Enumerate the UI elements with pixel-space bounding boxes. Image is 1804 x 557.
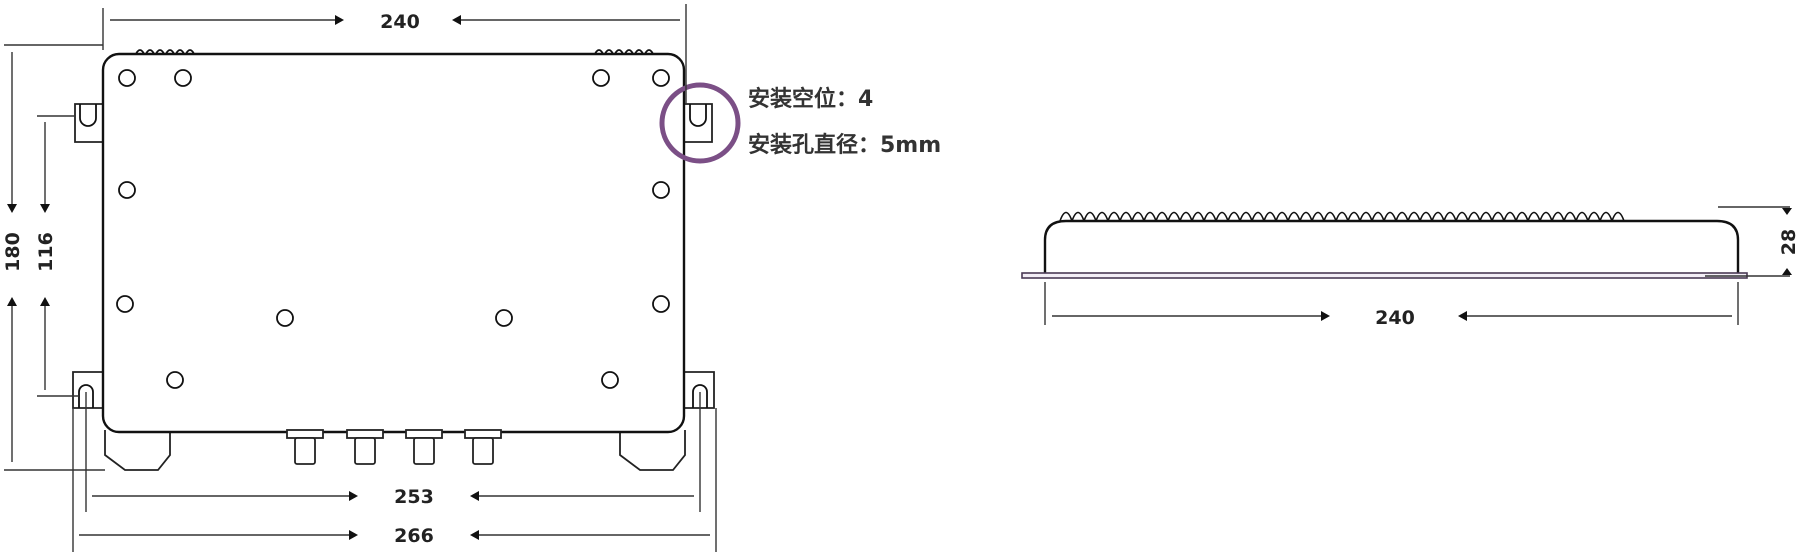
dimension-left-inner-height: 116 xyxy=(35,115,79,397)
mount-hole-highlight xyxy=(659,82,741,164)
antenna-port xyxy=(286,429,324,465)
dimension-top-width: 240 xyxy=(102,4,687,104)
dimension-label: 240 xyxy=(380,11,420,33)
hole xyxy=(592,69,610,87)
dimension-label: 180 xyxy=(2,232,24,272)
mount-tab-bottom-left xyxy=(72,371,103,409)
hole xyxy=(118,69,136,87)
dimension-side-height: 28 xyxy=(1705,206,1800,277)
hole xyxy=(601,371,619,389)
hole-pattern xyxy=(116,69,670,389)
callout-hole-diameter: 安装孔直径：5mm xyxy=(748,132,941,158)
dimension-bottom-outer: 266 xyxy=(72,408,717,552)
hole xyxy=(652,295,670,313)
dimension-label: 240 xyxy=(1375,307,1415,329)
side-view: 28 240 xyxy=(1021,206,1800,329)
hole xyxy=(166,371,184,389)
antenna-port xyxy=(405,429,443,465)
dimension-left-height: 180 xyxy=(2,44,105,471)
hole xyxy=(652,181,670,199)
device-body xyxy=(101,52,686,434)
antenna-connectors xyxy=(286,429,502,465)
mount-slot-top-left xyxy=(79,104,97,127)
top-view: 安装空位：4 安装孔直径：5mm 240 180 xyxy=(2,4,941,552)
mount-tab-bottom-right xyxy=(684,371,715,409)
antenna-port xyxy=(346,429,384,465)
foot-bottom-left xyxy=(104,430,171,471)
hole xyxy=(116,295,134,313)
mount-slot-top-right xyxy=(689,104,707,127)
dimension-label: 253 xyxy=(394,486,434,508)
dimension-label: 28 xyxy=(1778,229,1800,255)
mount-slot-bottom-left xyxy=(78,384,94,408)
foot-bottom-right xyxy=(619,430,686,471)
dimension-side-width: 240 xyxy=(1044,282,1739,329)
mount-slot-bottom-right xyxy=(692,384,708,408)
heatsink-fins xyxy=(1059,211,1625,224)
dimension-label: 266 xyxy=(394,525,434,547)
side-base-plate xyxy=(1021,272,1748,279)
dimension-bottom-inner: 253 xyxy=(85,392,701,512)
hole xyxy=(276,309,294,327)
hole xyxy=(495,309,513,327)
hole xyxy=(174,69,192,87)
side-body xyxy=(1043,219,1740,273)
callout-mount-positions: 安装空位：4 xyxy=(748,86,873,112)
mount-tab-top-right xyxy=(684,103,713,143)
dimension-label: 116 xyxy=(35,232,57,272)
antenna-port xyxy=(464,429,502,465)
hole xyxy=(118,181,136,199)
hole xyxy=(652,69,670,87)
